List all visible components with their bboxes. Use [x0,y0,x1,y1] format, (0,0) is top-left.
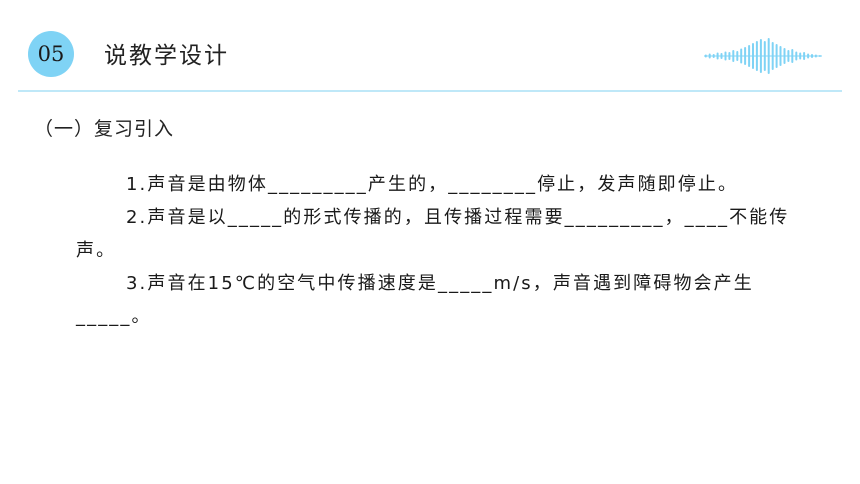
question-item: 2.声音是以_____的形式传播的，且传播过程需要_________，____不… [76,207,790,261]
section-heading: （一）复习引入 [34,118,175,140]
slide-header: 05 说教学设计 [0,0,860,92]
question-item: 3.声音在15℃的空气中传播速度是_____m/s，声音遇到障碍物会产生____… [76,273,754,327]
sound-wave-icon [704,38,822,74]
section-number-badge: 05 [28,31,74,77]
page-title: 说教学设计 [104,43,229,69]
question-item: 1.声音是由物体_________产生的，________停止，发声随即停止。 [126,174,739,195]
header-divider [18,90,842,92]
question-list: 1.声音是由物体_________产生的，________停止，发声随即停止。 … [76,168,816,333]
